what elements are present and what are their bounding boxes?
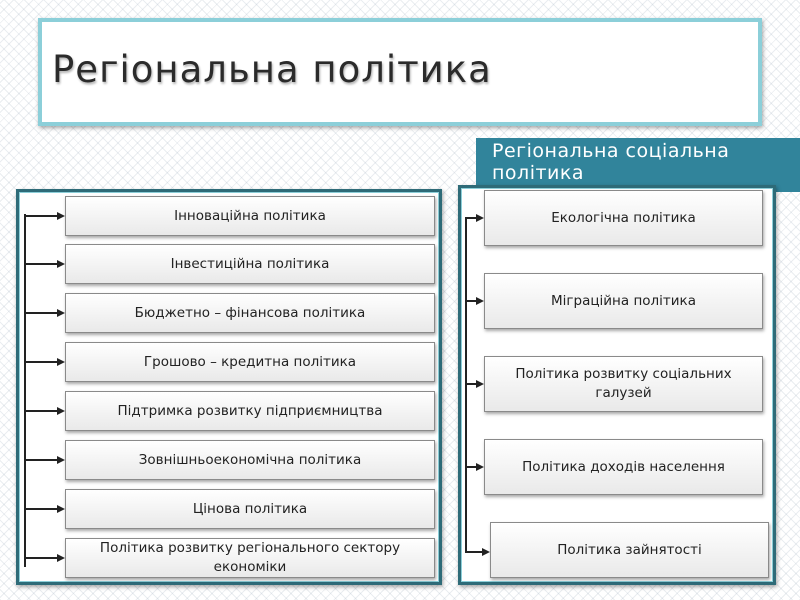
left-policy-box: Бюджетно – фінансова політика [65, 293, 435, 333]
right-arrow-line [465, 300, 476, 302]
right-arrowhead [476, 380, 484, 388]
left-arrow-line [24, 361, 58, 363]
right-arrow-line [465, 217, 476, 219]
left-policy-box: Зовнішньоекономічна політика [65, 440, 435, 480]
left-policy-box: Підтримка розвитку підприємництва [65, 391, 435, 431]
social-policy-box: Екологічна політика [484, 190, 763, 246]
left-arrow-line [24, 215, 58, 217]
left-arrow-line [24, 312, 58, 314]
right-arrow-line [465, 466, 476, 468]
left-arrow-line [24, 508, 58, 510]
left-policy-box: Інноваційна політика [65, 196, 435, 236]
left-arrowhead [57, 407, 65, 415]
left-arrowhead [57, 260, 65, 268]
slide-title: Регіональна політика [52, 48, 492, 91]
right-arrowhead [476, 463, 484, 471]
right-arrowhead [476, 214, 484, 222]
left-arrow-line [24, 557, 58, 559]
left-arrow-line [24, 459, 58, 461]
right-arrowhead [476, 297, 484, 305]
left-policy-box: Інвестиційна політика [65, 244, 435, 284]
social-policy-box: Політика доходів населення [484, 439, 763, 495]
left-arrowhead [57, 358, 65, 366]
right-arrow-line [465, 383, 476, 385]
social-policy-header: Регіональна соціальна політика [476, 138, 800, 192]
social-policy-box: Політика розвитку соціальних галузей [484, 356, 763, 412]
left-arrow-line [24, 410, 58, 412]
right-arrowhead [482, 548, 490, 556]
right-arrow-line [465, 551, 482, 553]
left-arrowhead [57, 554, 65, 562]
left-policy-box: Політика розвитку регіонального сектору … [65, 538, 435, 578]
social-policy-box: Політика зайнятості [490, 522, 769, 578]
left-arrowhead [57, 309, 65, 317]
left-policy-box: Грошово – кредитна політика [65, 342, 435, 382]
left-arrow-line [24, 263, 58, 265]
left-arrowhead [57, 212, 65, 220]
left-arrowhead [57, 456, 65, 464]
left-arrowhead [57, 505, 65, 513]
social-policy-box: Міграційна політика [484, 273, 763, 329]
left-connector-line [24, 214, 26, 567]
title-frame: Регіональна політика [38, 18, 762, 126]
left-policy-box: Цінова політика [65, 489, 435, 529]
